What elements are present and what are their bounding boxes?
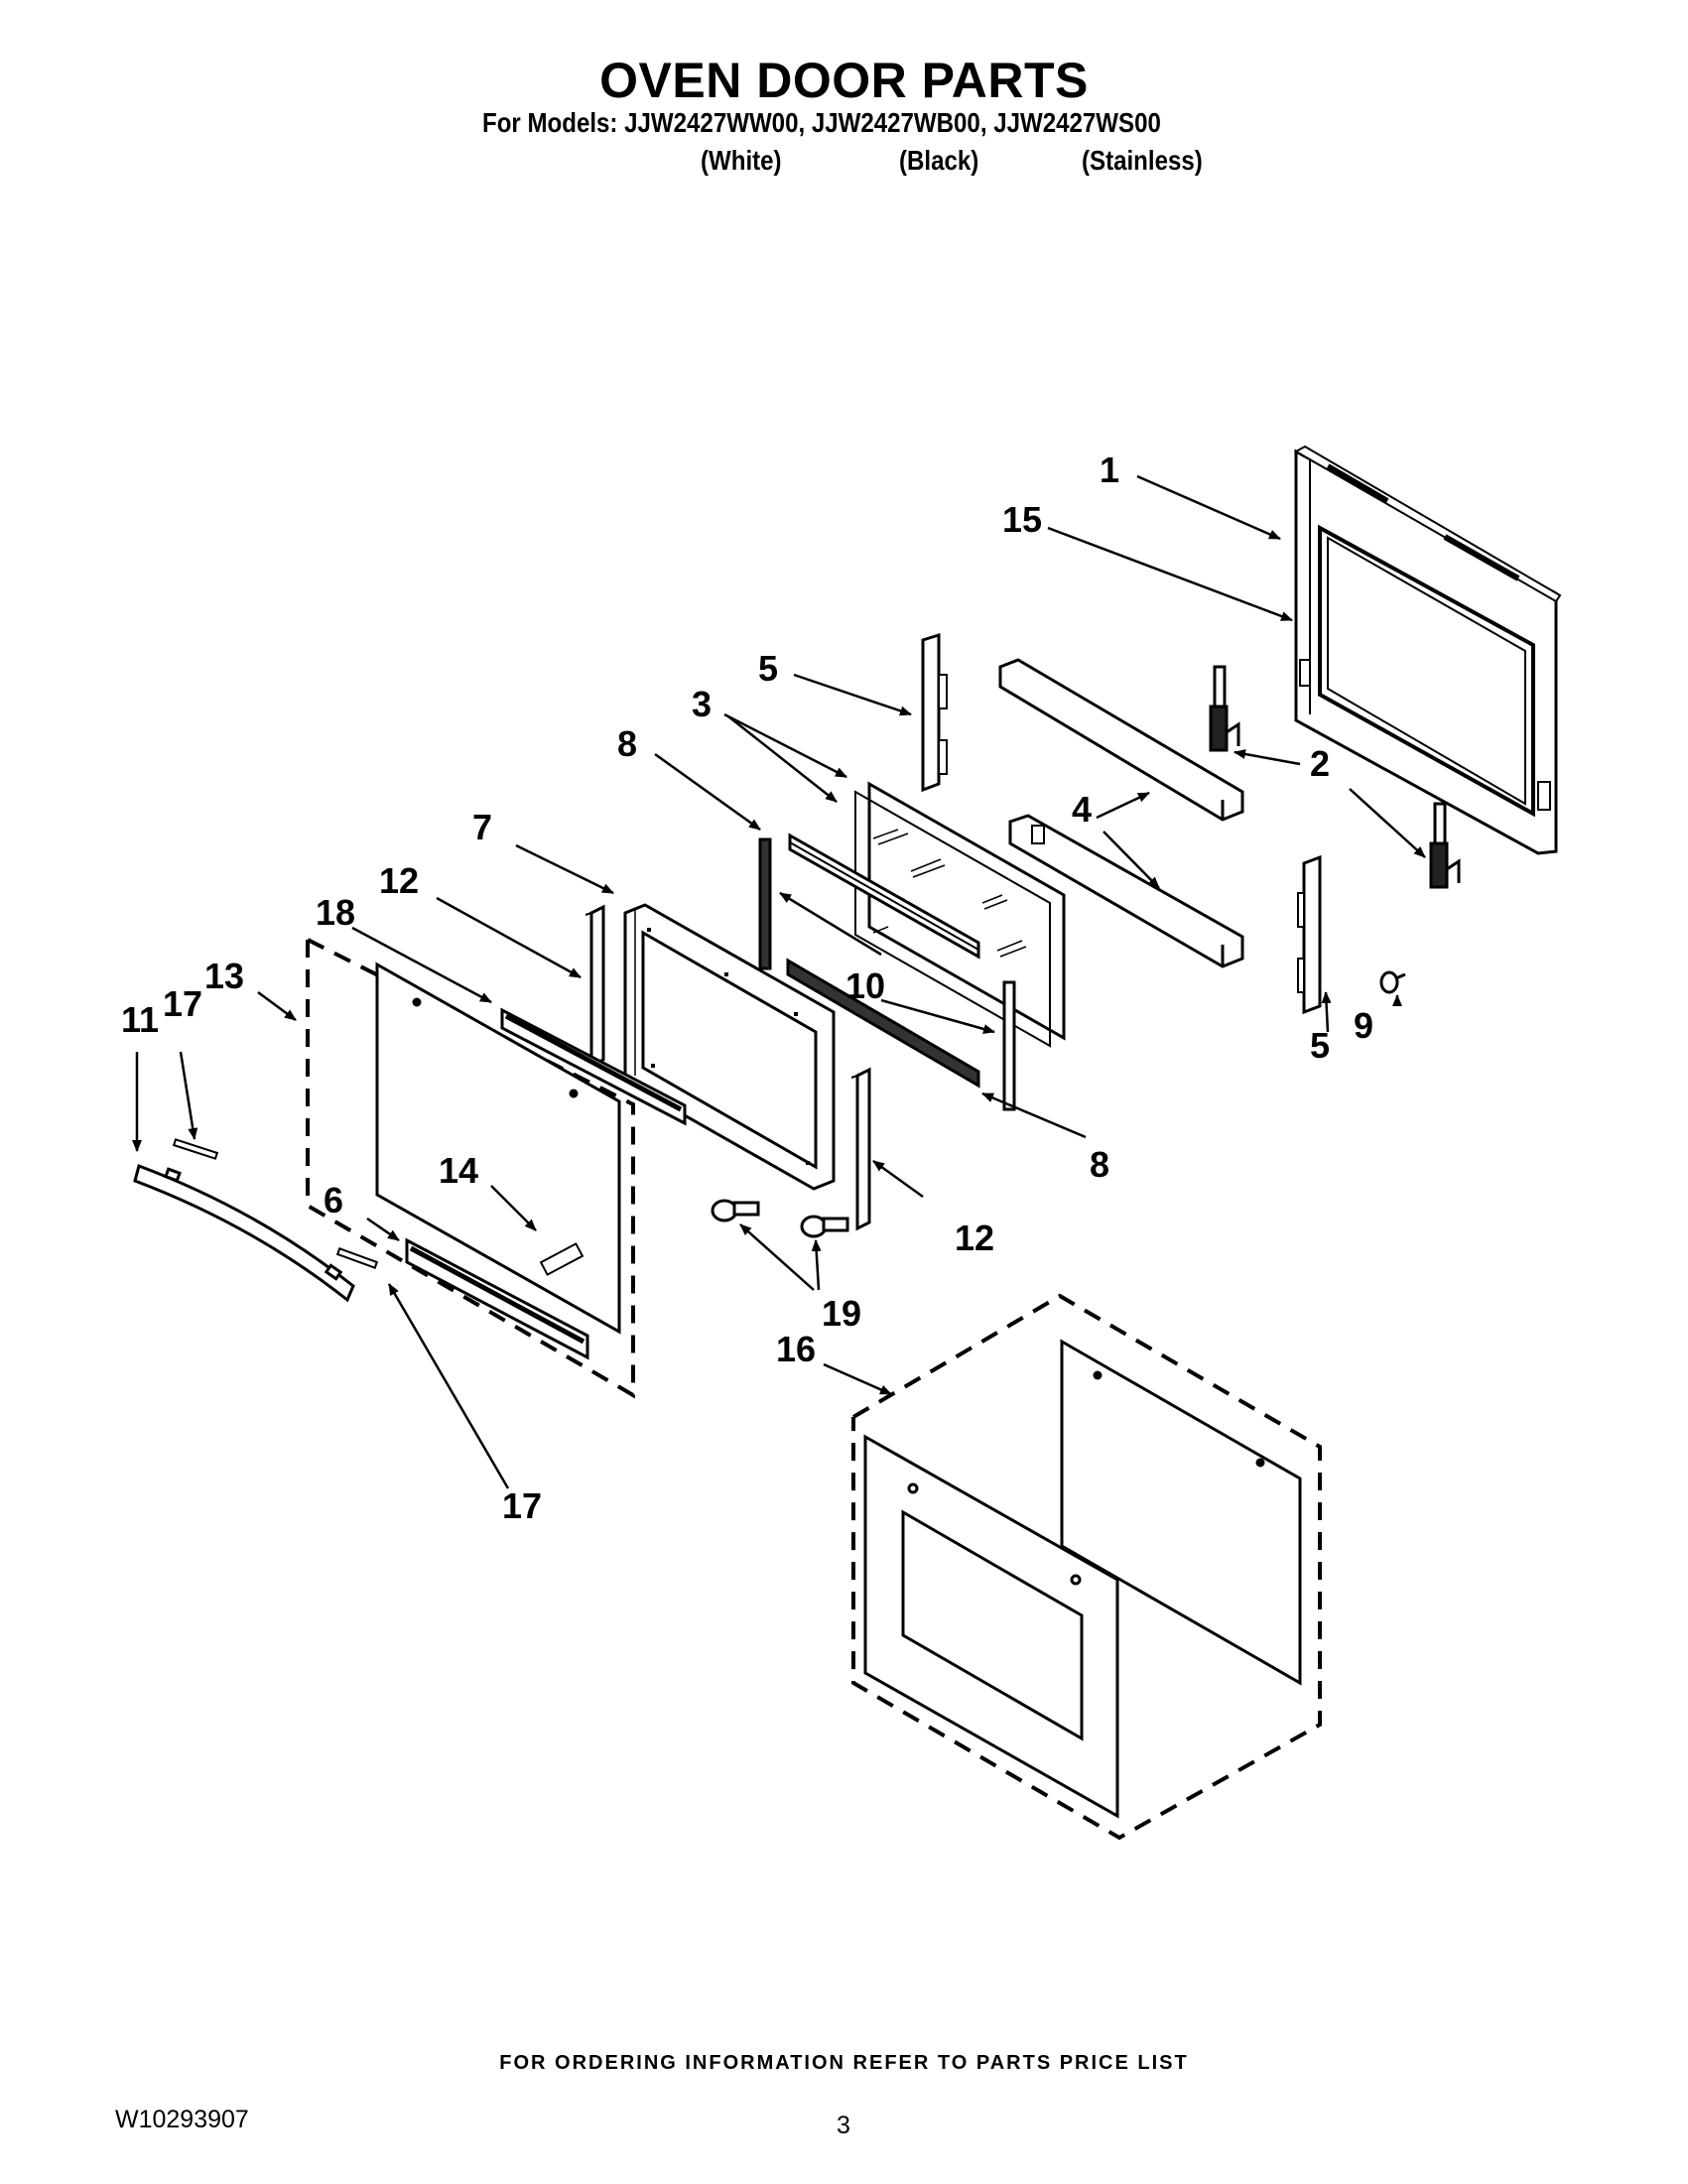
models-line: For Models: JJW2427WW00, JJW2427WB00, JJ… [482,107,1161,138]
outer-door-panel [1293,445,1562,855]
callout-5-lower: 5 [1310,1025,1330,1066]
screw [1379,970,1406,994]
variant-stainless: (Stainless) [1082,145,1203,176]
callout-12-lower: 12 [955,1218,994,1258]
callout-9: 9 [1354,1005,1373,1046]
callout-10: 10 [845,965,885,1006]
badge [539,1242,584,1276]
callout-14: 14 [439,1150,478,1191]
door-screw-left [711,1199,760,1222]
side-trim-upper [584,904,605,1069]
callout-18: 18 [316,892,355,933]
callout-3: 3 [692,684,712,724]
door-panel-rear [1060,1339,1302,1686]
callout-15: 15 [1002,499,1042,540]
page-title: OVEN DOOR PARTS [599,53,1089,108]
handle-spacer-upper [172,1138,219,1160]
callout-13: 13 [204,956,244,996]
callout-12-upper: 12 [379,860,419,901]
channel-lower [1008,814,1244,968]
callout-6: 6 [324,1180,343,1220]
side-trim-lower [850,1067,871,1231]
callout-16: 16 [776,1329,816,1369]
side-bracket-lower [1297,854,1322,1015]
inner-door-frame [623,903,836,1191]
leader-lines [132,474,1426,1489]
handle-spacer-lower [335,1247,379,1269]
callout-5-upper: 5 [758,648,778,689]
spacer-upper [788,833,980,960]
callout-2: 2 [1310,743,1330,784]
door-panel-front [863,1434,1119,1819]
top-vent-trim [500,1007,687,1126]
hinge-lower [1429,802,1461,889]
callout-8-upper: 8 [617,723,637,764]
page-number: 3 [837,2112,850,2139]
document-number: W10293907 [115,2106,249,2133]
hinge-upper [1209,665,1240,752]
bottom-vent-trim [405,1237,589,1360]
callout-19: 19 [822,1293,861,1334]
outer-glass-panel [375,962,621,1335]
glass-panel [854,781,1066,1048]
variant-black: (Black) [899,145,979,176]
vertical-spacer-left [758,837,772,970]
callout-4: 4 [1072,789,1092,830]
spacer-lower [786,958,980,1089]
callout-7: 7 [472,807,492,847]
channel-upper [998,658,1244,822]
door-panel-kit-group [851,1293,1322,1841]
callout-8-lower: 8 [1090,1144,1109,1185]
door-screw-right [800,1215,849,1238]
callout-11: 11 [121,999,159,1040]
variant-white: (White) [701,145,782,176]
vertical-spacer-right [1002,980,1016,1111]
side-bracket-upper [921,632,948,793]
callout-17-lower: 17 [502,1485,542,1526]
callout-1: 1 [1100,450,1119,490]
callout-17-upper: 17 [163,983,202,1024]
ordering-note: FOR ORDERING INFORMATION REFER TO PARTS … [499,2052,1189,2074]
door-handle [133,1164,355,1303]
